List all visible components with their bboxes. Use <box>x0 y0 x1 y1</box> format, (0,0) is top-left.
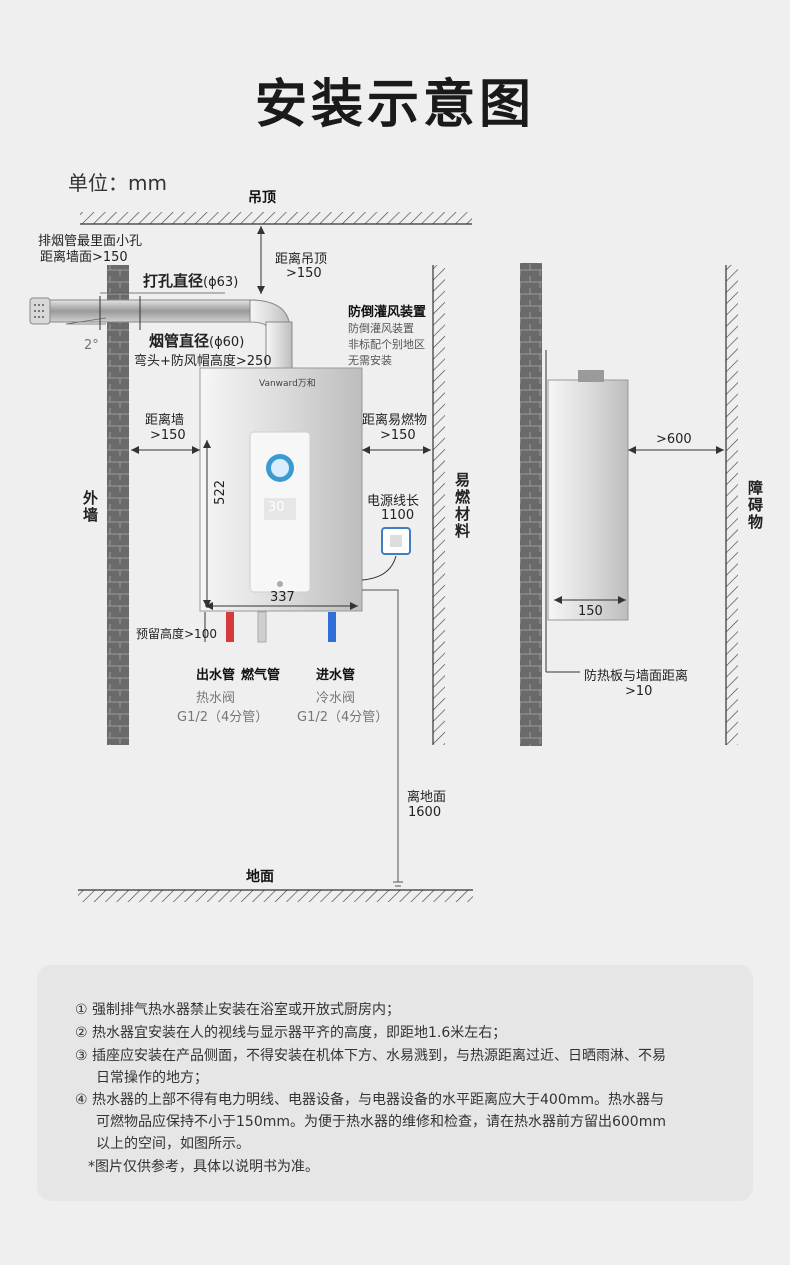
hot-valve-size: G1/2（4分管） <box>177 710 269 725</box>
pipe-diameter-label: 烟管直径(ϕ60) <box>149 330 244 351</box>
note-4-cont-1: 可燃物品应保持不小于150mm。为便于热水器的维修和检查，请在热水器前方留出60… <box>96 1114 666 1130</box>
floor-label: 地面 <box>246 869 274 885</box>
floor-distance-value: 1600 <box>408 805 442 820</box>
ceiling-distance-value: >150 <box>286 266 322 281</box>
floor-hatch <box>78 889 473 902</box>
note-3-cont: 日常操作的地方； <box>96 1070 208 1086</box>
water-heater-side <box>545 350 724 673</box>
note-1: ① 强制排气热水器禁止安装在浴室或开放式厨房内； <box>75 1002 400 1018</box>
ceiling-hatch <box>80 212 472 225</box>
socket-and-cord <box>361 527 411 887</box>
cold-valve-label: 冷水阀 <box>316 691 356 706</box>
backdraft-line-1: 防倒灌风装置 <box>348 322 414 335</box>
heater-display: 30 <box>268 500 285 515</box>
obstacle-hatch <box>725 265 738 745</box>
notes-panel <box>37 965 753 1201</box>
drill-dim-lines <box>99 292 225 330</box>
reserve-height-label: 预留高度>100 <box>136 627 217 641</box>
unit-label: 单位：mm <box>68 171 167 195</box>
front-distance-label: >600 <box>656 432 692 447</box>
gas-pipe-label: 燃气管 <box>241 668 281 683</box>
heater-dim-lines <box>131 440 431 610</box>
wall-distance-value: >150 <box>150 428 186 443</box>
drill-diameter-label: 打孔直径(ϕ63) <box>143 270 238 291</box>
note-2: ② 热水器宜安装在人的视线与显示器平齐的高度，即距地1.6米左右； <box>75 1025 507 1041</box>
cold-valve-size: G1/2（4分管） <box>297 710 389 725</box>
outer-wall-bricks <box>107 265 129 745</box>
heater-width: 337 <box>270 590 295 605</box>
page-title: 安装示意图 <box>254 75 535 135</box>
wall-distance-label: 距离墙 <box>145 413 185 428</box>
cord-length-label: 电源线长 <box>367 494 420 509</box>
note-4-cont-2: 以上的空间，如图所示。 <box>96 1136 250 1152</box>
heat-shield-label: 防热板与墙面距离 <box>584 669 689 684</box>
flue-pipe <box>29 297 293 371</box>
side-wall-bricks <box>520 263 542 746</box>
angle-label: 2° <box>84 338 99 353</box>
pipe-diameter-text: 烟管直径 <box>149 332 210 350</box>
backdraft-title: 防倒灌风装置 <box>348 305 427 320</box>
note-disclaimer: *图片仅供参考，具体以说明书为准。 <box>88 1159 319 1175</box>
heater-height: 522 <box>213 480 228 505</box>
drill-diameter-value: (ϕ63) <box>203 275 239 290</box>
obstacle-label: 障碍物 <box>746 480 764 531</box>
heat-shield-value: >10 <box>625 684 653 699</box>
inlet-pipe-label: 进水管 <box>316 668 356 683</box>
installation-diagram <box>29 212 738 902</box>
ceiling-label: 吊顶 <box>248 190 276 206</box>
elbow-height-label: 弯头+防风帽高度>250 <box>134 354 272 369</box>
brand-logo: Vanward万和 <box>259 379 316 389</box>
water-heater-front <box>199 367 363 612</box>
note-4: ④ 热水器的上部不得有电力明线、电器设备，与电器设备的水平距离应大于400mm。… <box>75 1092 664 1108</box>
flammable-distance-label: 距离易燃物 <box>362 413 428 428</box>
connection-pipes <box>204 611 336 643</box>
pipe-diameter-value: (ϕ60) <box>209 335 245 350</box>
heater-depth-label: 150 <box>578 604 603 619</box>
outer-wall-label: 外墙 <box>81 490 99 524</box>
note-3: ③ 插座应安装在产品侧面，不得安装在机体下方、水易溅到，与热源距离过近、日晒雨淋… <box>75 1048 666 1064</box>
hot-valve-label: 热水阀 <box>196 691 236 706</box>
flammable-wall-hatch <box>432 265 445 745</box>
cord-length-value: 1100 <box>381 508 415 523</box>
flammable-material-label: 易燃材料 <box>453 472 471 540</box>
ceiling-distance-label: 距离吊顶 <box>275 252 328 267</box>
flammable-distance-value: >150 <box>380 428 416 443</box>
angle-marker <box>65 317 107 325</box>
flue-hole-dist: 距离墙面>150 <box>40 250 128 265</box>
ceiling-dim-line <box>257 226 265 294</box>
outlet-pipe-label: 出水管 <box>196 668 236 683</box>
floor-distance-label: 离地面 <box>407 790 447 805</box>
flue-hole-label: 排烟管最里面小孔 <box>38 234 143 249</box>
backdraft-line-3: 无需安装 <box>348 354 392 367</box>
drill-diameter-text: 打孔直径 <box>143 272 204 290</box>
backdraft-line-2: 非标配个别地区 <box>348 338 425 351</box>
